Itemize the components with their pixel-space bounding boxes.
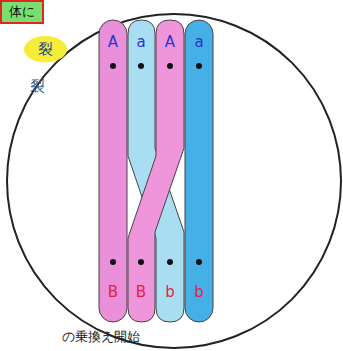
chromatid-pink-strand — [128, 20, 184, 322]
chromosome-blue — [185, 20, 213, 322]
allele-letter: B — [108, 285, 118, 300]
side-note: 裂 — [30, 79, 45, 94]
highlight-ellipse: 裂 — [24, 36, 67, 63]
heading-box: 体に — [0, 0, 44, 24]
allele-letter: a — [136, 35, 145, 50]
allele-letter: B — [136, 285, 146, 300]
allele-letter: b — [194, 285, 204, 300]
allele-letter: A — [165, 35, 175, 50]
allele-letter: A — [108, 35, 118, 50]
chromatid-blue-strand — [128, 20, 184, 322]
cell-outline — [7, 14, 341, 348]
allele-letter: b — [165, 285, 175, 300]
allele-letter: a — [194, 35, 203, 50]
chromosome-pink — [99, 20, 127, 322]
node-text: 体に — [9, 5, 35, 19]
node-text: 裂 — [38, 41, 53, 58]
gene-dots — [110, 63, 202, 265]
step-caption: の乗換え開始 — [62, 330, 140, 343]
